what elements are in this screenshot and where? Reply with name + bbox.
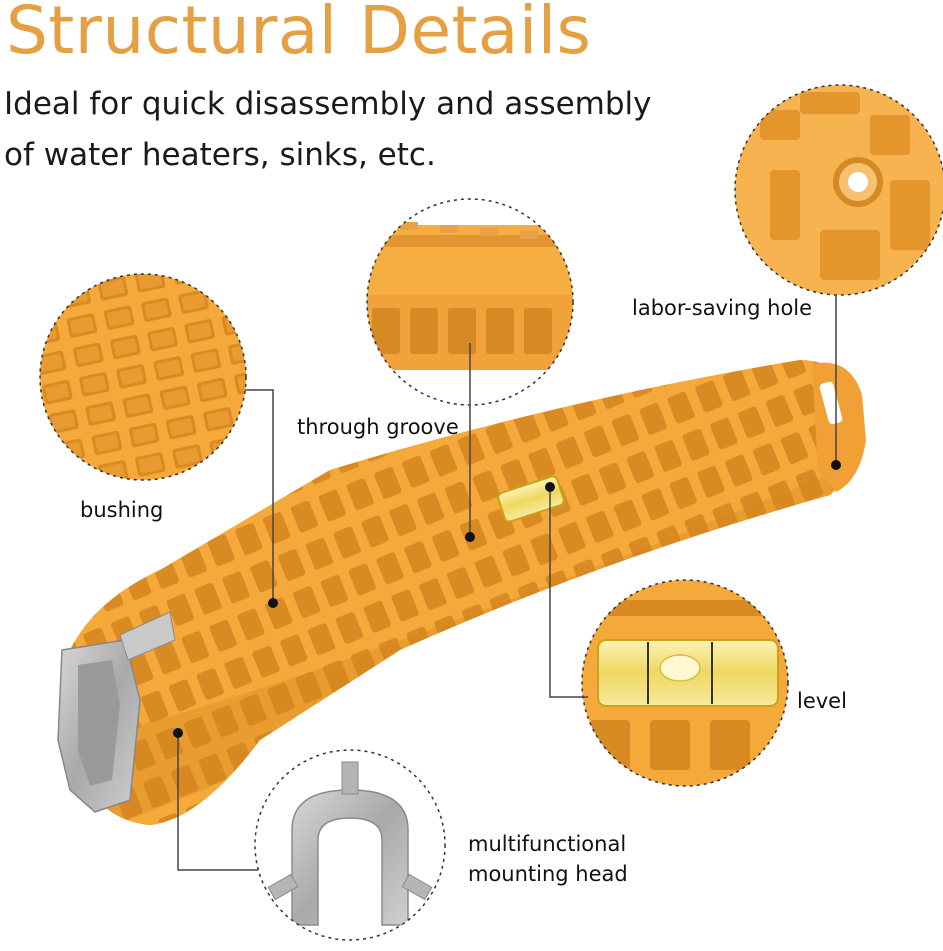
- zoom-bushing: [39, 273, 247, 481]
- subtitle-line-1: Ideal for quick disassembly and assembly: [4, 86, 652, 122]
- zoom-labor-saving-hole: [734, 84, 943, 296]
- leader-dots: [173, 460, 841, 738]
- label-mounting-head-line-2: mounting head: [468, 862, 628, 886]
- page-title: Structural Details: [6, 0, 592, 69]
- label-level: level: [797, 689, 847, 713]
- zoom-level: [581, 579, 789, 787]
- label-mounting-head-line-1: multifunctional: [468, 832, 627, 856]
- leader-lines: [177, 295, 837, 871]
- zoom-mounting-head: [254, 749, 446, 941]
- zoom-through-groove: [366, 198, 574, 406]
- label-labor-saving-hole: labor-saving hole: [632, 296, 813, 320]
- label-through-groove: through groove: [297, 415, 459, 439]
- label-bushing: bushing: [80, 498, 164, 522]
- subtitle-line-2: of water heaters, sinks, etc.: [4, 137, 436, 173]
